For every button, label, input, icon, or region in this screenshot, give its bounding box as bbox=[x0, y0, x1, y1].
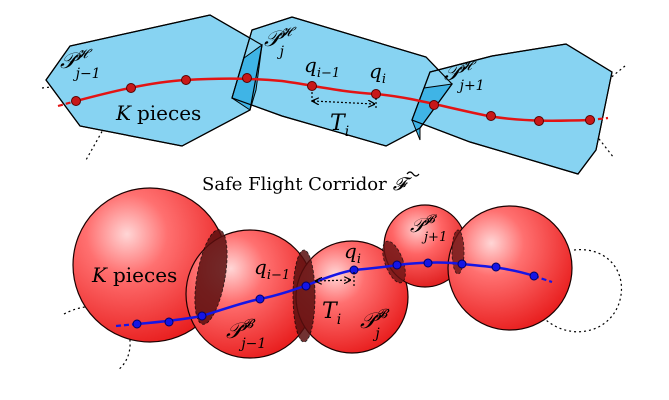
waypoint bbox=[371, 89, 381, 99]
tilde-mark bbox=[406, 171, 420, 177]
label-T-i-bottom: Ti bbox=[322, 299, 341, 328]
trajectory-top-dashed-start bbox=[57, 99, 77, 108]
waypoint bbox=[491, 262, 501, 272]
ball-intersection-2 bbox=[292, 249, 316, 343]
waypoint bbox=[132, 319, 142, 329]
waypoint bbox=[392, 260, 402, 270]
label-q-i-minus-1-bottom: qi−1 bbox=[254, 255, 290, 283]
waypoint bbox=[126, 83, 136, 93]
waypoint bbox=[423, 258, 433, 268]
label-q-i-bottom: qi bbox=[344, 239, 361, 267]
waypoint bbox=[71, 96, 81, 106]
waypoint bbox=[255, 294, 265, 304]
waypoint bbox=[197, 311, 207, 321]
waypoint bbox=[529, 271, 539, 281]
waypoint bbox=[457, 259, 467, 269]
label-q-i-top: qi bbox=[369, 59, 386, 87]
waypoint bbox=[585, 115, 595, 125]
ball-intersection-1 bbox=[194, 229, 228, 325]
waypoint bbox=[486, 111, 496, 121]
waypoint bbox=[242, 73, 252, 83]
trajectory-top bbox=[75, 77, 591, 123]
waypoint bbox=[429, 100, 439, 110]
waypoint bbox=[534, 116, 544, 126]
waypoints-bottom bbox=[132, 258, 539, 329]
waypoint bbox=[307, 81, 317, 91]
label-T-i-top: Ti bbox=[330, 111, 349, 140]
waypoint bbox=[181, 75, 191, 85]
waypoint bbox=[164, 317, 174, 327]
duration-arrow-bottom bbox=[316, 280, 350, 281]
ball-j-plus-2 bbox=[447, 205, 573, 331]
waypoints-top bbox=[71, 73, 595, 126]
label-q-i-minus-1-top: qi−1 bbox=[304, 53, 340, 81]
waypoint bbox=[301, 281, 311, 291]
